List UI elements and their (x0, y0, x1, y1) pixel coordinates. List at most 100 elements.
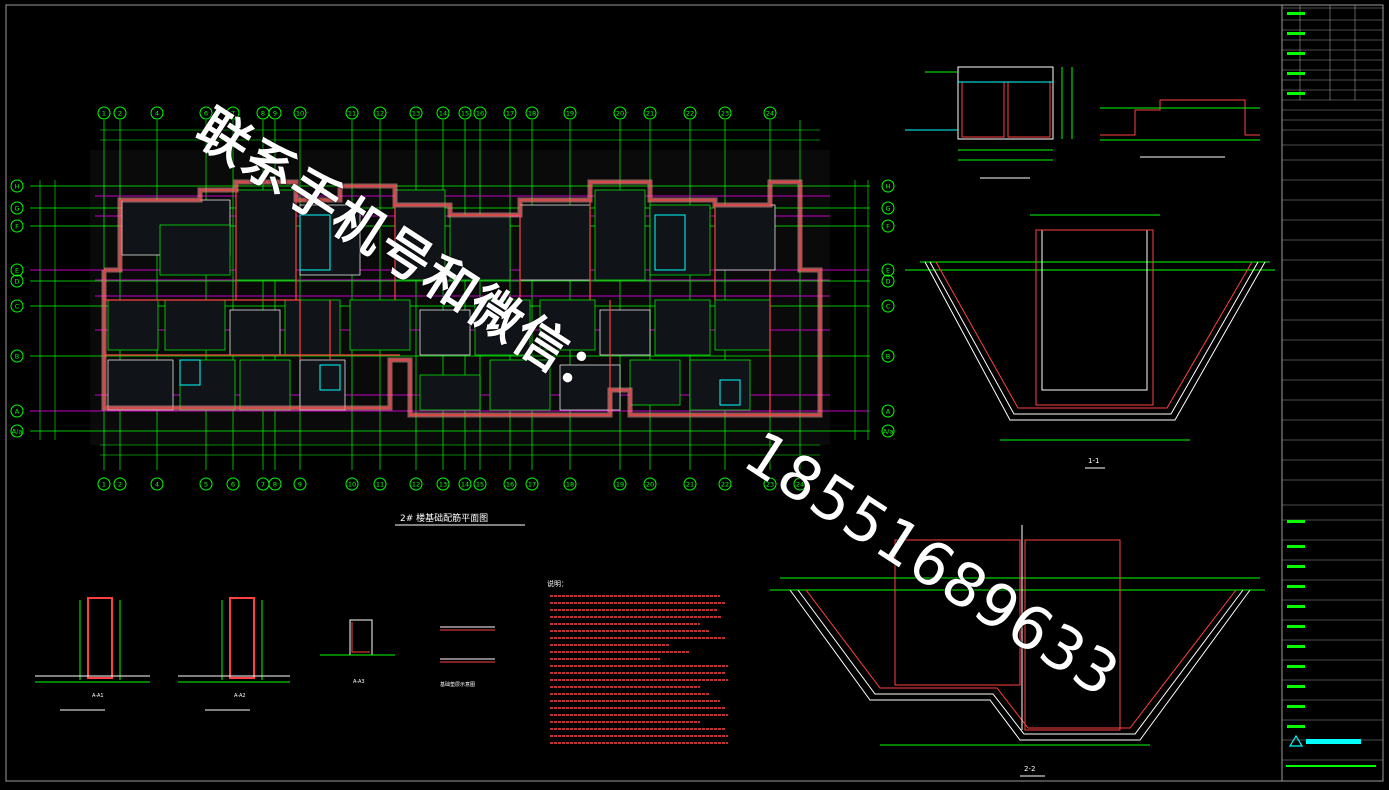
right-axis-bubble-6-label: B (886, 353, 890, 361)
right-axis-bubble-8-label: A/a (883, 428, 894, 436)
top-axis-bubble-0: 1 (97, 106, 111, 120)
bottom-axis-bubble-18: 20 (643, 477, 657, 491)
bottom-axis-bubble-2-label: 4 (155, 481, 159, 489)
top-axis-bubble-13: 16 (473, 106, 487, 120)
title-block-entry-0 (1287, 12, 1305, 15)
right-axis-bubble-0: H (881, 179, 895, 193)
left-axis-bubble-4-label: D (14, 278, 19, 286)
top-axis-bubble-9-label: 12 (376, 110, 384, 118)
top-axis-bubble-19-label: 22 (686, 110, 694, 118)
bottom-axis-bubble-16-label: 18 (566, 481, 574, 489)
left-axis-bubble-3-label: E (15, 267, 19, 275)
section-1-1: 1-1 (905, 214, 1275, 469)
top-axis-bubble-3: 6 (199, 106, 213, 120)
right-axis-bubble-7-label: A (886, 408, 891, 416)
left-axis-bubble-2-label: F (15, 223, 19, 231)
bottom-axis-bubble-20: 22 (718, 477, 732, 491)
top-axis-bubble-14-label: 17 (506, 110, 514, 118)
bottom-axis-bubble-8-label: 10 (348, 481, 356, 489)
right-axis-bubble-2: F (881, 219, 895, 233)
title-block-entry-10 (1287, 625, 1305, 628)
room-cell-11 (164, 299, 226, 351)
top-axis-bubble-11-label: 14 (439, 110, 447, 118)
bottom-axis-bubble-22: 24 (793, 477, 807, 491)
company-name-bar (1306, 739, 1361, 744)
right-axis-bubble-1: G (881, 201, 895, 215)
section-1-1-label: 1-1 (1088, 457, 1099, 465)
detail-a-a1-label: A-A1 (92, 693, 104, 699)
left-axis-bubble-6-label: B (15, 353, 19, 361)
bottom-axis-bubble-11-label: 13 (439, 481, 447, 489)
stair-block-3 (319, 364, 341, 391)
bottom-axis-bubble-14: 16 (503, 477, 517, 491)
title-block-entry-12 (1287, 665, 1305, 668)
bottom-axis-bubble-0: 1 (97, 477, 111, 491)
detail-upper-right (1100, 99, 1260, 158)
right-axis-bubbles: H GF ED C B A A/a (881, 179, 895, 438)
top-axis-bubble-20: 23 (718, 106, 732, 120)
left-axis-bubble-6: B (10, 349, 24, 363)
top-axis-bubble-2: 4 (150, 106, 164, 120)
bottom-axis-bubble-4-label: 6 (231, 481, 235, 489)
stair-block-0 (299, 214, 331, 271)
bottom-axis-bubble-6: 8 (268, 477, 282, 491)
left-axis-bubble-2: F (10, 219, 24, 233)
bottom-axis-bubble-12: 14 (458, 477, 472, 491)
right-axis-bubble-5-label: C (886, 303, 891, 311)
room-cell-10 (107, 299, 159, 351)
top-axis-bubble-12: 15 (458, 106, 472, 120)
room-cell-16 (474, 299, 531, 356)
top-axis-bubble-13-label: 16 (476, 110, 484, 118)
bottom-axis-bubble-19-label: 21 (686, 481, 694, 489)
left-axis-bubble-1: G (10, 201, 24, 215)
room-cell-20 (714, 299, 771, 351)
right-axis-bubble-4-label: D (885, 278, 890, 286)
notes-block: 说明： (547, 579, 728, 744)
bottom-axis-bubble-0-label: 1 (102, 481, 106, 489)
top-axis-bubble-17: 20 (613, 106, 627, 120)
top-axis-bubble-14: 17 (503, 106, 517, 120)
top-axis-bubble-1: 2 (113, 106, 127, 120)
top-axis-bubble-6-label: 9 (273, 110, 277, 118)
top-axis-bubble-11: 14 (436, 106, 450, 120)
room-cell-8 (649, 204, 711, 276)
company-logo-icon (1288, 734, 1304, 747)
detail-a-a2-label: A-A2 (234, 693, 246, 699)
top-axis-bubble-2-label: 4 (155, 110, 159, 118)
room-cell-13 (284, 299, 341, 356)
room-cell-24 (299, 359, 346, 411)
left-axis-bubble-8: A/a (10, 424, 24, 438)
room-cell-14 (349, 299, 411, 351)
bottom-axis-bubble-11: 13 (436, 477, 450, 491)
left-axis-bubble-8-label: A/a (12, 428, 23, 436)
top-axis-bubble-8: 11 (345, 106, 359, 120)
detail-a-a3-label: A-A3 (353, 679, 365, 685)
detail-a-a1: A-A1 (35, 597, 150, 711)
room-cell-25 (419, 374, 481, 411)
right-axis-bubble-3-label: E (886, 267, 890, 275)
room-cell-18 (599, 309, 651, 356)
title-block-entry-15 (1287, 725, 1305, 728)
top-axis-bubble-7-label: 10 (296, 110, 304, 118)
right-axis-bubble-0-label: H (886, 183, 891, 191)
top-axis-bubble-3-label: 6 (204, 110, 208, 118)
top-axis-bubble-19: 22 (683, 106, 697, 120)
bottom-axis-bubble-13: 15 (473, 477, 487, 491)
detail-bedding-label: 基础垫层示意图 (440, 681, 475, 688)
stair-block-4 (719, 379, 741, 406)
room-cell-2 (235, 189, 297, 281)
bottom-axis-bubble-18-label: 20 (646, 481, 654, 489)
detail-a-a2: A-A2 (178, 597, 290, 711)
right-axis-bubble-4: D (881, 274, 895, 288)
title-block-entry-6 (1287, 545, 1305, 548)
room-cell-12 (229, 309, 281, 356)
bottom-axis-bubble-9: 11 (373, 477, 387, 491)
detail-a-a3: A-A3 (320, 619, 395, 685)
title-block-entry-11 (1287, 645, 1305, 648)
top-axis-bubble-0-label: 1 (102, 110, 106, 118)
title-block-entry-2 (1287, 52, 1305, 55)
top-axis-bubble-21: 24 (763, 106, 777, 120)
title-block-footer-bar (1286, 765, 1376, 767)
